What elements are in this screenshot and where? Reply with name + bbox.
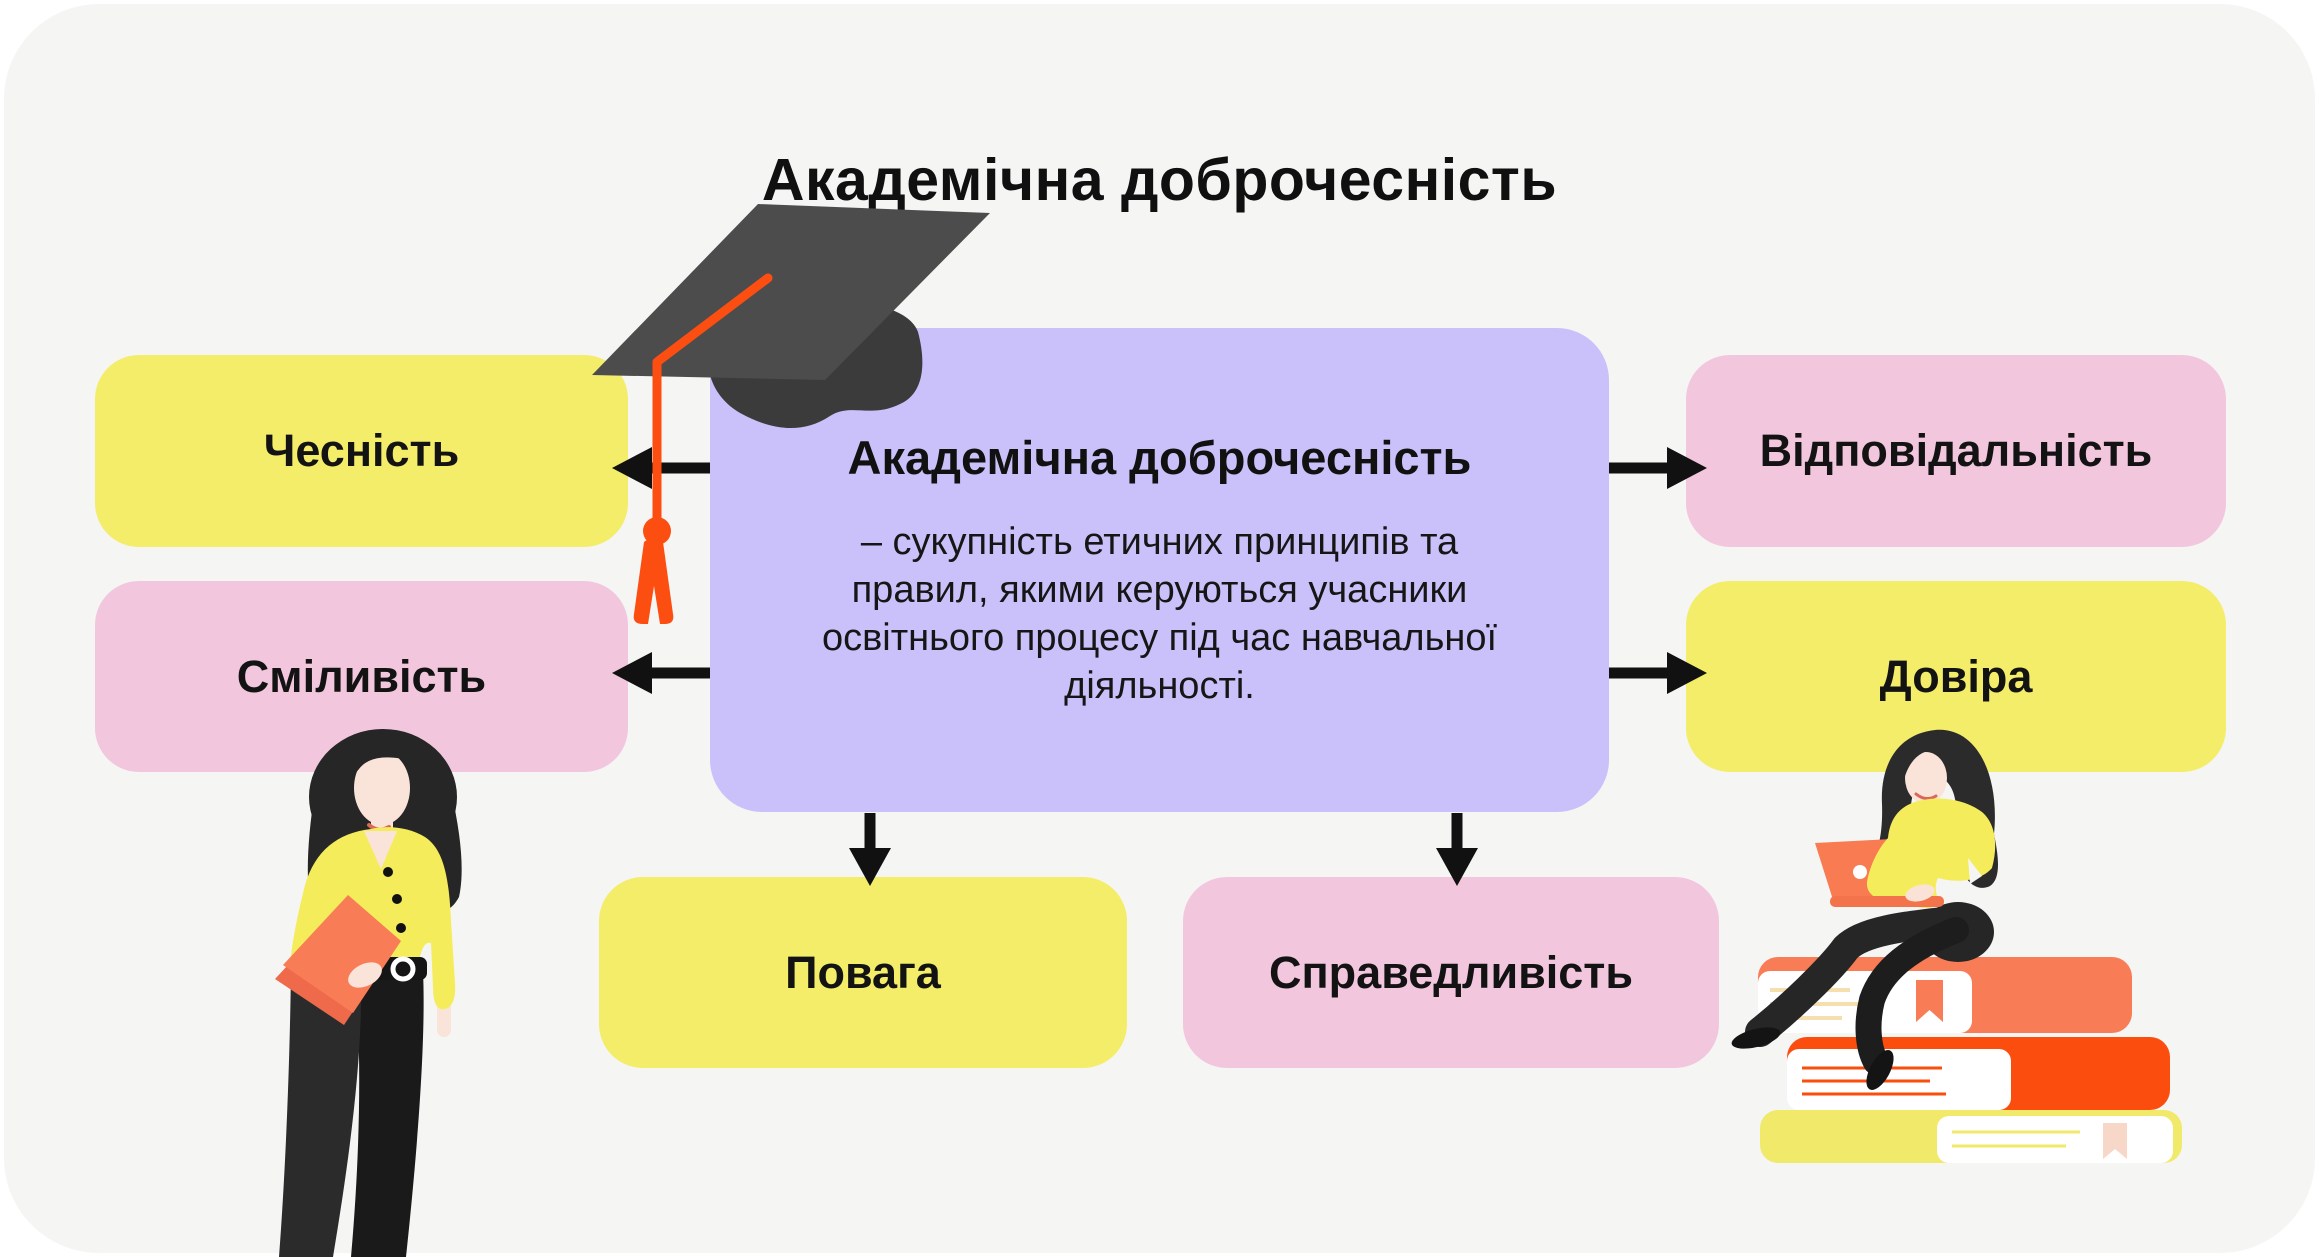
node-courage-label: Сміливість <box>236 650 487 702</box>
node-respect-label: Повага <box>785 946 941 998</box>
center-definition-box: Академічна доброчесність – сукупність ет… <box>710 328 1609 812</box>
node-trust-label: Довіра <box>1879 650 2033 702</box>
node-courage: Сміливість <box>95 581 628 772</box>
center-definition-text: – сукупність етичних принципів та правил… <box>821 521 1498 707</box>
page-title: Академічна доброчесність <box>761 146 1558 213</box>
node-responsibility: Відповідальність <box>1686 355 2226 547</box>
center-heading: Академічна доброчесність <box>847 431 1472 484</box>
node-honesty-label: Чесність <box>263 425 460 476</box>
node-trust: Довіра <box>1686 581 2226 772</box>
node-fairness-label: Справедливість <box>1269 946 1633 998</box>
node-responsibility-label: Відповідальність <box>1759 425 2153 476</box>
node-fairness: Справедливість <box>1183 877 1719 1068</box>
node-respect: Повага <box>599 877 1127 1068</box>
node-honesty: Чесність <box>95 355 628 547</box>
